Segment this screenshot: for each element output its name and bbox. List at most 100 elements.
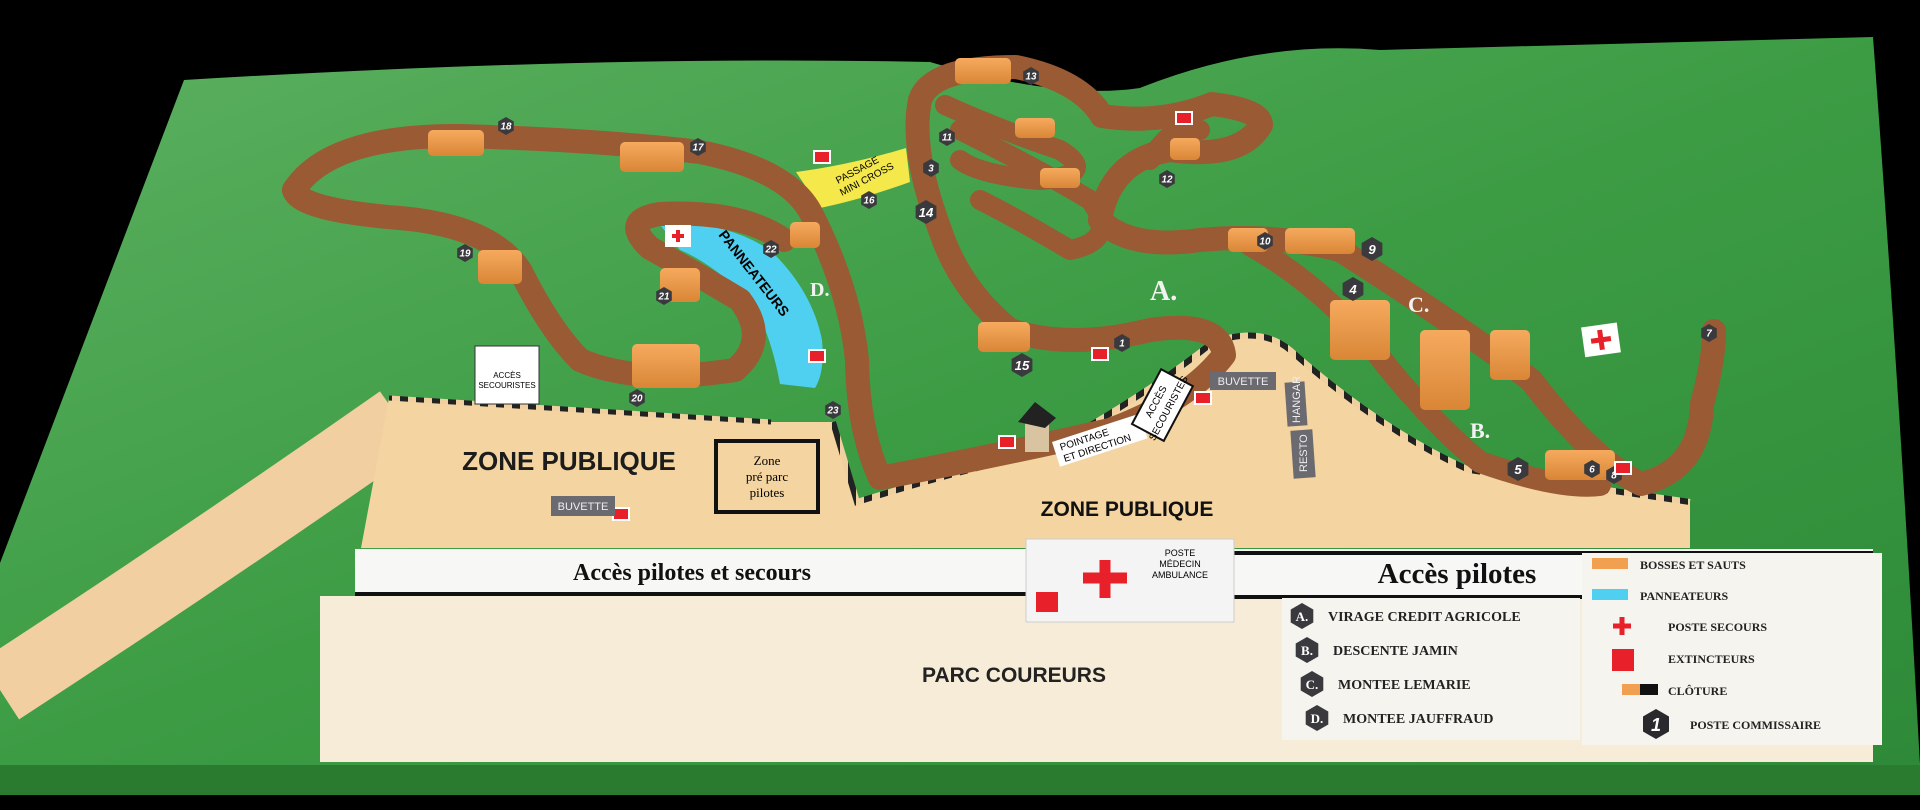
legend-label: VIRAGE CREDIT AGRICOLE (1328, 610, 1521, 625)
marshal-post-number: 18 (501, 122, 512, 133)
legend-symbol-item: PANNEATEURS (1592, 589, 1729, 603)
legend-label: CLÔTURE (1668, 684, 1727, 698)
legend-symbol-item: CLÔTURE (1622, 684, 1727, 698)
pre-park-zone (714, 439, 820, 514)
marshal-post-19[interactable]: 19 (457, 244, 473, 262)
red-cross-icon (1613, 617, 1631, 635)
red-cross-icon (1590, 329, 1612, 351)
marshal-post-12[interactable]: 12 (1159, 170, 1175, 188)
marshal-post-icon (1584, 460, 1600, 478)
legend-section-item: A. VIRAGE CREDIT AGRICOLE (1290, 603, 1521, 629)
marshal-post-4[interactable]: 4 (1342, 277, 1364, 301)
marshal-post-number: 5 (1514, 462, 1522, 477)
marshal-post-number: 9 (1368, 242, 1376, 257)
svg-text:RESTO: RESTO (1298, 434, 1310, 472)
mini-cross-passage (796, 148, 910, 208)
marshal-post-number: 10 (1260, 237, 1271, 248)
marshal-post-23[interactable]: 23 (825, 401, 841, 419)
legend-section-item: B.DESCENTE JAMIN (1295, 637, 1458, 663)
marshal-post-1[interactable]: 1 (1114, 334, 1130, 352)
svg-text:D.: D. (1311, 711, 1324, 726)
jump-swatch (1592, 558, 1628, 569)
marshal-post-icon (1011, 353, 1033, 377)
fence-swatch (1622, 684, 1640, 695)
marshal-post-15[interactable]: 15 (1011, 353, 1033, 377)
jump (1490, 330, 1530, 380)
marshal-post-icon (1643, 709, 1669, 739)
marshal-post-icon (825, 401, 841, 419)
marshal-post-number: 19 (460, 249, 471, 260)
marshal-post-18[interactable]: 18 (498, 117, 514, 135)
marshal-post-number: 1 (1119, 339, 1125, 350)
first-aid-post[interactable] (1581, 322, 1621, 358)
marshal-post-number: 15 (1015, 358, 1030, 373)
extinguisher-icon (1614, 461, 1632, 475)
svg-text:SECOURISTES: SECOURISTES (478, 381, 535, 390)
pre-park-label: Zone (754, 453, 781, 468)
public-zone-label: ZONE PUBLIQUE (1041, 498, 1214, 521)
extinguisher-icon (998, 435, 1016, 449)
marshal-post-17[interactable]: 17 (690, 138, 706, 156)
marshal-post-icon (656, 287, 672, 305)
marshal-post-21[interactable]: 21 (656, 287, 672, 305)
marshal-post-number: 16 (864, 196, 875, 207)
jump (1545, 450, 1615, 480)
marshal-post-7[interactable]: 7 (1701, 324, 1717, 342)
medical-post[interactable]: POSTE MÉDECIN AMBULANCE (1025, 538, 1235, 623)
sand-path (0, 391, 421, 720)
svg-text:POSTE: POSTE (1165, 548, 1196, 558)
marshal-post-icon (629, 389, 645, 407)
signals-area (661, 224, 823, 388)
svg-text:A.: A. (1296, 609, 1309, 624)
marshal-post-icon (915, 200, 937, 224)
marshal-post-16[interactable]: 16 (861, 191, 877, 209)
section-a-label: A. (1150, 276, 1177, 307)
svg-text:HANGAR: HANGAR (1291, 376, 1303, 423)
marshal-post-number: 13 (1026, 72, 1037, 83)
rider-access-label: Accès pilotes (1378, 558, 1537, 590)
marshal-post-3[interactable]: 3 (923, 159, 939, 177)
jump (632, 344, 700, 388)
svg-text:1: 1 (1651, 715, 1661, 735)
marshal-post-5[interactable]: 5 (1507, 457, 1529, 481)
extinguisher-icon (808, 349, 826, 363)
board-edge (0, 763, 1920, 795)
section-badge-icon (1295, 637, 1319, 663)
legend-label: BOSSES ET SAUTS (1640, 558, 1746, 572)
marshal-post-number: 14 (919, 205, 934, 220)
extinguishers (612, 111, 1632, 521)
jump (1285, 228, 1355, 254)
marshal-post-9[interactable]: 9 (1361, 237, 1383, 261)
extinguisher-icon (813, 150, 831, 164)
marshal-post-icon (861, 191, 877, 209)
marshal-post-6[interactable]: 6 (1584, 460, 1600, 478)
marshal-post-icon (690, 138, 706, 156)
marshal-post-icon (1114, 334, 1130, 352)
marshal-post-icon (1257, 232, 1273, 250)
marshal-post-icon (1361, 237, 1383, 261)
marshal-post-13[interactable]: 13 (1023, 67, 1039, 85)
bar-sign-left: BUVETTE (551, 496, 615, 516)
legend-label: EXTINCTEURS (1668, 652, 1755, 666)
legend-symbol-item: POSTE SECOURS (1613, 617, 1767, 635)
jump (1040, 168, 1080, 188)
marshal-post-icon (1507, 457, 1529, 481)
marshal-post-number: 11 (942, 133, 952, 144)
first-aid-post[interactable] (665, 225, 691, 247)
legend-label: DESCENTE JAMIN (1333, 644, 1458, 659)
marshal-post-10[interactable]: 10 (1257, 232, 1273, 250)
public-zone-label: ZONE PUBLIQUE (462, 446, 676, 476)
pre-park-label: pré parc (746, 469, 788, 484)
jump (478, 250, 522, 284)
marshal-post-number: 22 (765, 245, 777, 256)
marshal-post-11[interactable]: 11 (939, 128, 955, 146)
legend-symbol-item: EXTINCTEURS (1612, 649, 1755, 671)
extinguisher-icon (1194, 391, 1212, 405)
marshal-post-22[interactable]: 22 (763, 240, 779, 258)
rider-rescue-access-label: Accès pilotes et secours (573, 560, 811, 586)
section-b-label: B. (1470, 418, 1490, 443)
marshal-post-20[interactable]: 20 (629, 389, 645, 407)
legend-label: POSTE COMMISSAIRE (1690, 718, 1821, 732)
extinguisher-icon (1175, 111, 1193, 125)
marshal-post-14[interactable]: 14 (915, 200, 937, 224)
